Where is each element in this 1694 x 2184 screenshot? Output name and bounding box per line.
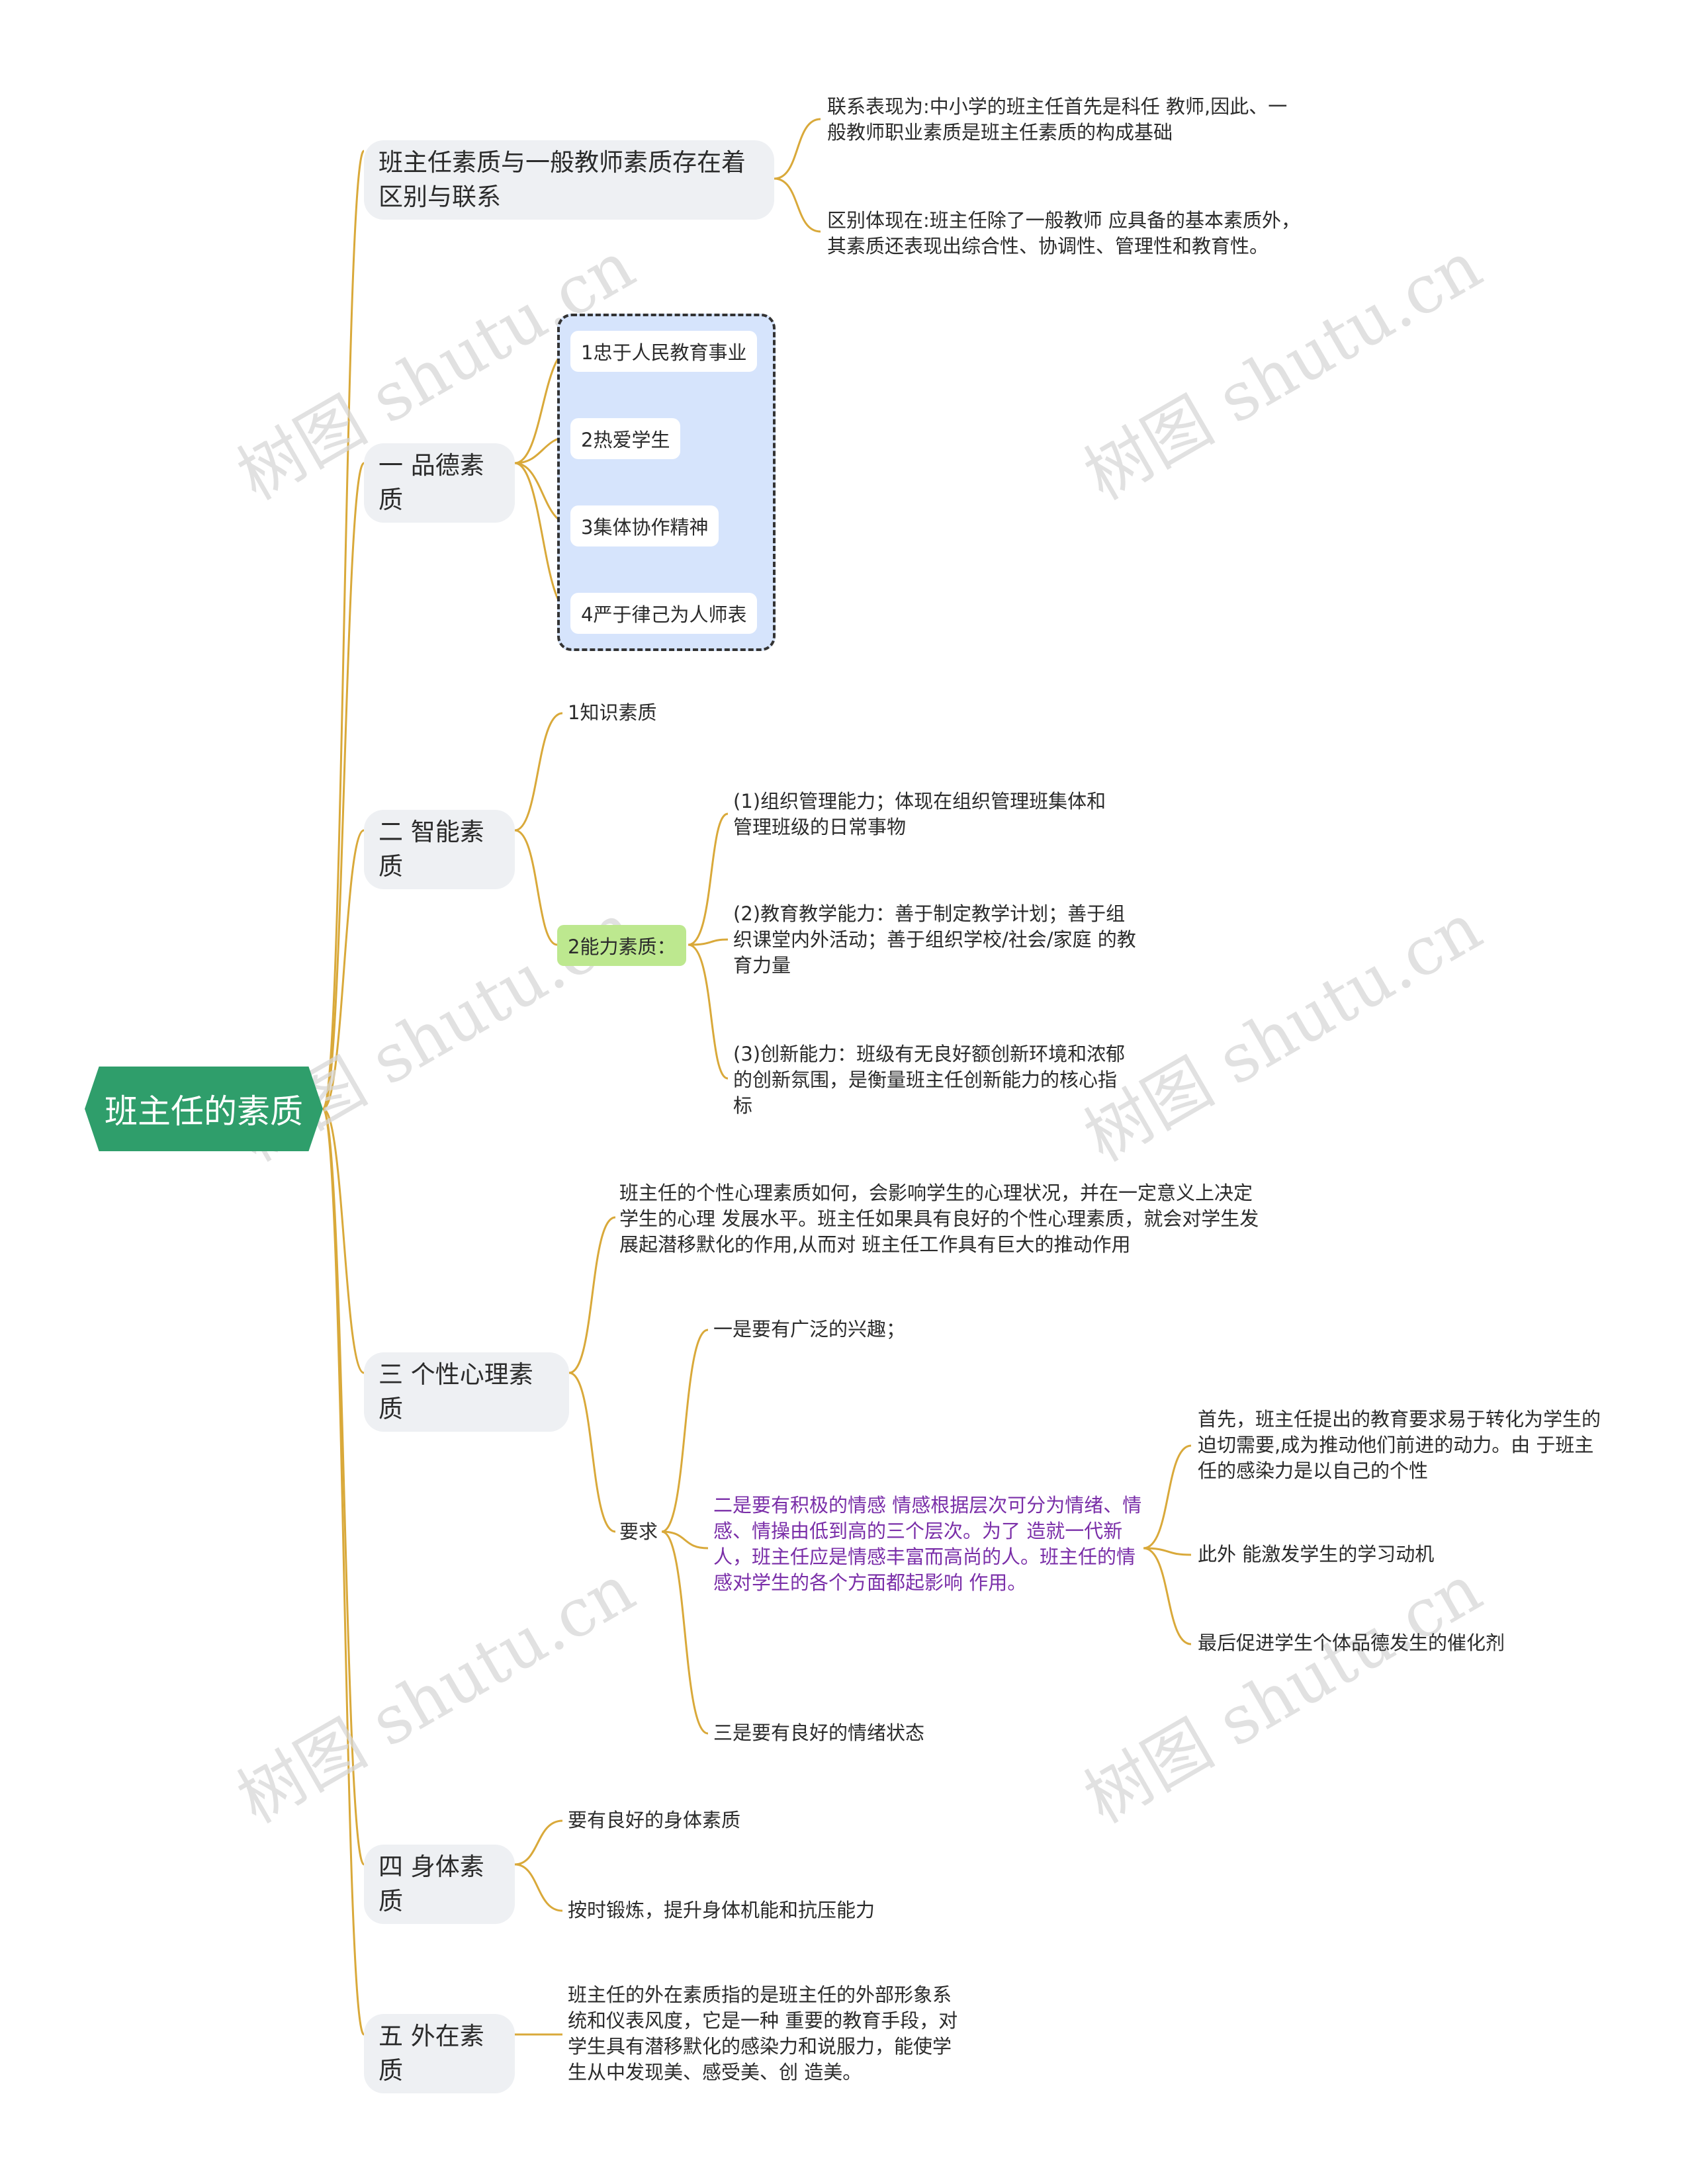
link-emo-c1 — [1143, 1444, 1192, 1550]
physical-exercise[interactable]: 按时锻炼，提升身体机能和抗压能力 — [568, 1899, 875, 1921]
link-emo-c2 — [1143, 1547, 1192, 1556]
req-interest[interactable]: 一是要有广泛的兴趣； — [713, 1318, 906, 1340]
personality-intro[interactable]: 班主任的个性心理素质如何，会影响学生的心理状况，并在一定意义上决定学生的心理 发… — [619, 1182, 1259, 1256]
link-b3-knowledge — [514, 712, 563, 832]
link-root-b2 — [322, 462, 365, 1110]
emotion-first[interactable]: 首先，班主任提出的教育要求易于转化为学生的迫切需要,成为推动他们前进的动力。由 … — [1198, 1408, 1601, 1483]
moral-item-1[interactable]: 1忠于人民教育事业 — [570, 331, 758, 372]
link-b4-req — [568, 1372, 616, 1533]
ability-organize[interactable]: (1)组织管理能力；体现在组织管理班集体和管理班级的日常事物 — [733, 790, 1106, 839]
link-ability-c2 — [688, 938, 729, 946]
branch-intellect-quality[interactable]: 二 智能素质 — [364, 810, 515, 889]
branch-appearance-quality[interactable]: 五 外在素质 — [364, 2014, 515, 2093]
ability-teaching[interactable]: (2)教育教学能力：善于制定教学计划；善于组织课堂内外活动；善于组织学校/社会/… — [733, 902, 1136, 977]
branch-distinction-relation[interactable]: 班主任素质与一般教师素质存在着区别与联系 — [364, 140, 774, 220]
link-b5-c2 — [514, 1863, 563, 1912]
branch-moral-quality[interactable]: 一 品德素质 — [364, 443, 515, 523]
branch-physical-quality[interactable]: 四 身体素质 — [364, 1845, 515, 1924]
leaf-distinction[interactable]: 区别体现在:班主任除了一般教师 应具备的基本素质外，其素质还表现出综合性、协调性… — [827, 209, 1300, 258]
emotion-finally[interactable]: 最后促进学生个体品德发生的催化剂 — [1198, 1632, 1505, 1654]
req-mood[interactable]: 三是要有良好的情绪状态 — [713, 1722, 925, 1744]
link-b1-c1 — [774, 118, 821, 180]
requirement-node[interactable]: 要求 — [619, 1520, 658, 1543]
branch-personality-quality[interactable]: 三 个性心理素质 — [364, 1352, 569, 1432]
link-root-b1 — [322, 150, 365, 1110]
req-emotion[interactable]: 二是要有积极的情感 情感根据层次可分为情绪、情感、情操由低到高的三个层次。为了 … — [713, 1494, 1142, 1594]
link-ability-c3 — [688, 943, 729, 1080]
link-emo-c3 — [1143, 1547, 1192, 1645]
link-b1-c2 — [774, 177, 821, 233]
link-root-b3 — [322, 829, 365, 1110]
physical-good[interactable]: 要有良好的身体素质 — [568, 1809, 741, 1831]
link-req-c1 — [661, 1329, 709, 1533]
link-b5-c1 — [514, 1819, 563, 1866]
moral-item-4[interactable]: 4严于律己为人师表 — [570, 593, 758, 634]
link-b3-ability — [514, 829, 558, 946]
link-req-c2 — [661, 1530, 709, 1550]
emotion-also[interactable]: 此外 能激发学生的学习动机 — [1198, 1543, 1435, 1565]
leaf-relation[interactable]: 联系表现为:中小学的班主任首先是科任 教师,因此、一般教师职业素质是班主任素质的… — [827, 95, 1288, 144]
root-topic[interactable]: 班主任的素质 — [85, 1067, 323, 1151]
ability-innovation[interactable]: (3)创新能力：班级有无良好额创新环境和浓郁的创新氛围，是衡量班主任创新能力的核… — [733, 1043, 1126, 1117]
link-ability-c1 — [688, 812, 729, 946]
ability-node[interactable]: 2能力素质： — [557, 925, 687, 966]
moral-item-2[interactable]: 2热爱学生 — [570, 418, 681, 459]
link-root-b4 — [322, 1108, 365, 1374]
appearance-desc[interactable]: 班主任的外在素质指的是班主任的外部形象系统和仪表风度，它是一种 重要的教育手段，… — [568, 1984, 958, 2084]
leaf-knowledge[interactable]: 1知识素质 — [568, 701, 657, 724]
link-b4-intro — [568, 1216, 616, 1374]
link-req-c3 — [661, 1530, 709, 1735]
moral-item-3[interactable]: 3集体协作精神 — [570, 505, 719, 546]
link-root-b6 — [322, 1108, 365, 2036]
